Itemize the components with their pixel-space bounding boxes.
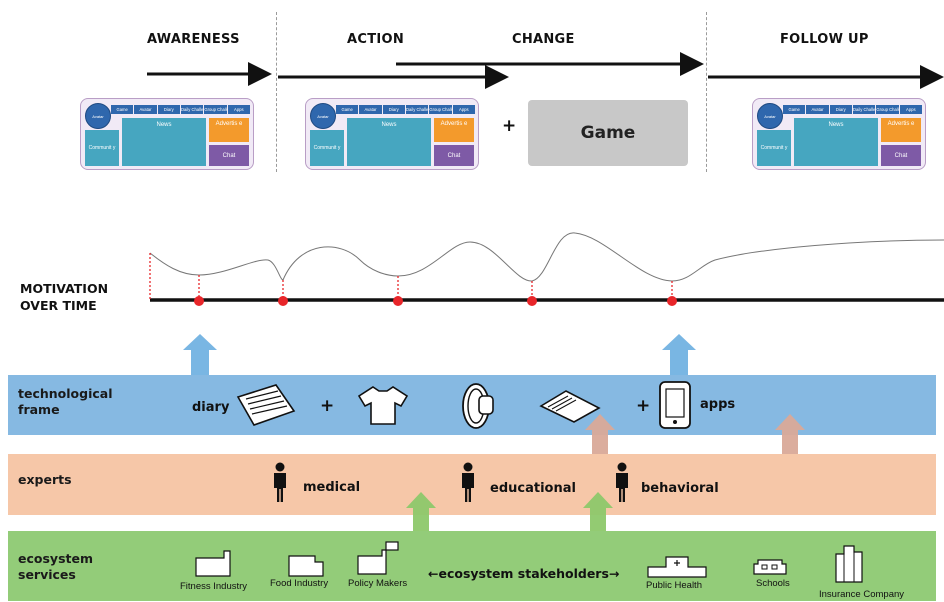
nav-game: Game: [111, 105, 134, 114]
policy-makers-icon: [357, 541, 399, 575]
nav-apps: Apps: [899, 105, 922, 114]
card-device-icon: [539, 390, 601, 423]
mockup-nav: Game Avatar Diary Daily Challenge Group …: [336, 105, 475, 114]
advert-panel: Advertis e: [209, 118, 249, 142]
nav-daily-challenge: Daily Challenge: [180, 105, 204, 114]
community-panel: Communit y: [757, 130, 791, 166]
fitness-industry-icon: [195, 550, 231, 577]
community-panel: Communit y: [310, 130, 344, 166]
motivation-timeline: [149, 232, 944, 306]
timeline-marker: [667, 296, 677, 306]
advert-panel: Advertis e: [881, 118, 921, 142]
phase-awareness: AWARENESS: [147, 32, 240, 47]
nav-group-challenge: Group Challenge: [429, 105, 452, 114]
nav-daily-challenge: Daily Challenge: [405, 105, 429, 114]
nav-avatar: Avatar: [806, 105, 829, 114]
plus-sign: +: [320, 396, 335, 416]
diary-label: diary: [192, 400, 230, 415]
community-panel: Communit y: [85, 130, 119, 166]
plus-sign: +: [502, 116, 517, 136]
timeline-marker: [194, 296, 204, 306]
person-icon: [616, 462, 628, 502]
avatar: Avatar: [85, 103, 111, 129]
stakeholder-policy-makers: Policy Makers: [348, 578, 408, 589]
plus-sign: +: [636, 396, 651, 416]
timeline-markers: [194, 275, 677, 306]
ecosystem-stakeholders-label: ←ecosystem stakeholders→: [428, 566, 620, 581]
stakeholder-food-industry: Food Industry: [270, 578, 329, 589]
phase-action: ACTION: [347, 32, 405, 47]
shirt-icon: [357, 386, 409, 425]
nav-apps: Apps: [227, 105, 250, 114]
schools-icon: [753, 559, 787, 575]
expert-educational: educational: [490, 481, 576, 496]
news-panel: News: [347, 118, 431, 166]
diary-book-icon: [236, 384, 296, 426]
ecosystem-services-title: ecosystem services: [18, 551, 93, 582]
chat-panel: Chat: [209, 145, 249, 166]
phase-follow-up: FOLLOW UP: [780, 32, 869, 47]
nav-avatar: Avatar: [134, 105, 157, 114]
timeline-marker: [527, 296, 537, 306]
nav-daily-challenge: Daily Challenge: [852, 105, 876, 114]
arrow-up-tech: [183, 334, 696, 375]
experts-title: experts: [18, 472, 72, 487]
mockup-nav: Game Avatar Diary Daily Challenge Group …: [111, 105, 250, 114]
news-panel: News: [794, 118, 878, 166]
public-health-icon: [647, 556, 707, 578]
apps-label: apps: [700, 397, 736, 412]
nav-diary: Diary: [157, 105, 180, 114]
expert-behavioral: behavioral: [641, 481, 719, 496]
wristband-icon: [462, 383, 494, 429]
expert-medical: medical: [303, 480, 361, 495]
stakeholder-schools: Schools: [756, 578, 790, 589]
advert-panel: Advertis e: [434, 118, 474, 142]
timeline-marker: [278, 296, 288, 306]
motivation-label: MOTIVATION OVER TIME: [20, 281, 109, 313]
phase-divider: [276, 12, 277, 172]
insurance-company-icon: [835, 545, 863, 583]
app-mockup-screen: Avatar Game Avatar Diary Daily Challenge…: [80, 98, 254, 170]
food-industry-icon: [288, 555, 324, 577]
nav-group-challenge: Group Challenge: [204, 105, 227, 114]
timeline-marker: [393, 296, 403, 306]
chat-panel: Chat: [881, 145, 921, 166]
chat-panel: Chat: [434, 145, 474, 166]
nav-diary: Diary: [382, 105, 405, 114]
person-icon: [274, 462, 286, 502]
stakeholder-public-health: Public Health: [646, 580, 702, 591]
tablet-icon: [659, 381, 691, 429]
nav-group-challenge: Group Challenge: [876, 105, 899, 114]
mockup-nav: Game Avatar Diary Daily Challenge Group …: [783, 105, 922, 114]
nav-apps: Apps: [452, 105, 475, 114]
avatar: Avatar: [757, 103, 783, 129]
stakeholder-insurance-company: Insurance Company: [819, 589, 905, 600]
motivation-curve: [149, 232, 944, 282]
nav-game: Game: [783, 105, 806, 114]
news-panel: News: [122, 118, 206, 166]
phase-arrows: [147, 52, 944, 89]
app-mockup-screen: Avatar Game Avatar Diary Daily Challenge…: [752, 98, 926, 170]
avatar: Avatar: [310, 103, 336, 129]
person-icon: [462, 462, 474, 502]
stakeholder-fitness-industry: Fitness Industry: [180, 581, 248, 592]
nav-diary: Diary: [829, 105, 852, 114]
phase-divider: [706, 12, 707, 172]
game-box: Game: [528, 100, 688, 166]
app-mockup-screen: Avatar Game Avatar Diary Daily Challenge…: [305, 98, 479, 170]
technological-frame-title: technological frame: [18, 386, 113, 417]
nav-game: Game: [336, 105, 359, 114]
phase-change: CHANGE: [512, 32, 575, 47]
nav-avatar: Avatar: [359, 105, 382, 114]
